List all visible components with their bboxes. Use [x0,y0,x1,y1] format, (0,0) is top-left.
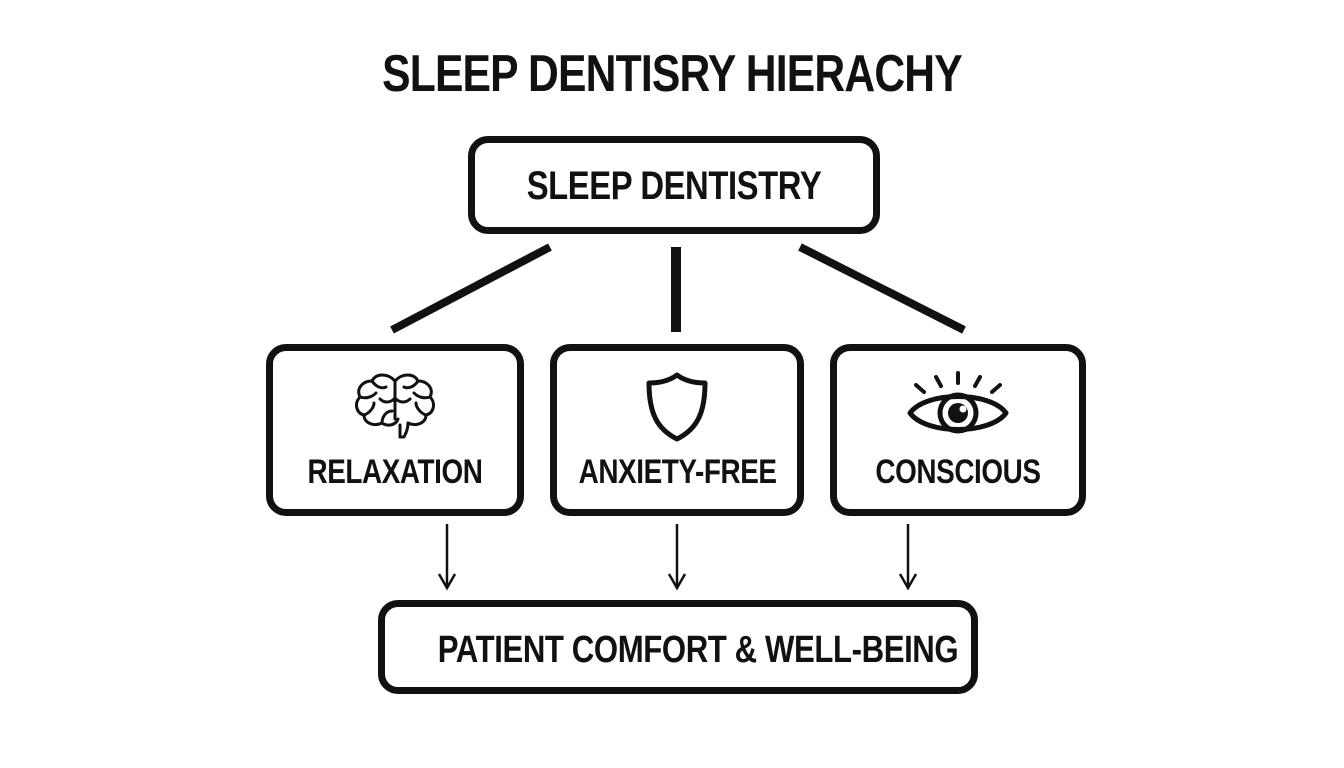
child-node-anxiety-free: ANXIETY-FREE [550,344,804,516]
root-node-label: SLEEP DENTISTRY [526,164,822,208]
child-label-anxiety-free: ANXIETY-FREE [578,453,777,491]
child-node-relaxation: RELAXATION [266,344,524,516]
arrow-relaxation-to-outcome [437,524,457,591]
child-label-conscious: CONSCIOUS [875,453,1041,491]
child-label-relaxation: RELAXATION [307,453,483,491]
arrow-anxiety-free-to-outcome [667,524,687,591]
eye-icon [906,369,1010,444]
connector-root-to-relaxation [390,243,552,334]
arrow-conscious-to-outcome [898,524,918,591]
brain-icon [352,369,438,446]
shield-icon [641,369,713,450]
root-node-box: SLEEP DENTISTRY [468,136,880,234]
connector-root-to-conscious [798,243,966,334]
outcome-node-label: PATIENT COMFORT & WELL-BEING [437,629,959,671]
outcome-node-box: PATIENT COMFORT & WELL-BEING [378,600,978,694]
diagram-title: SLEEP DENTISRY HIERACHY [382,45,963,103]
child-node-conscious: CONSCIOUS [830,344,1086,516]
